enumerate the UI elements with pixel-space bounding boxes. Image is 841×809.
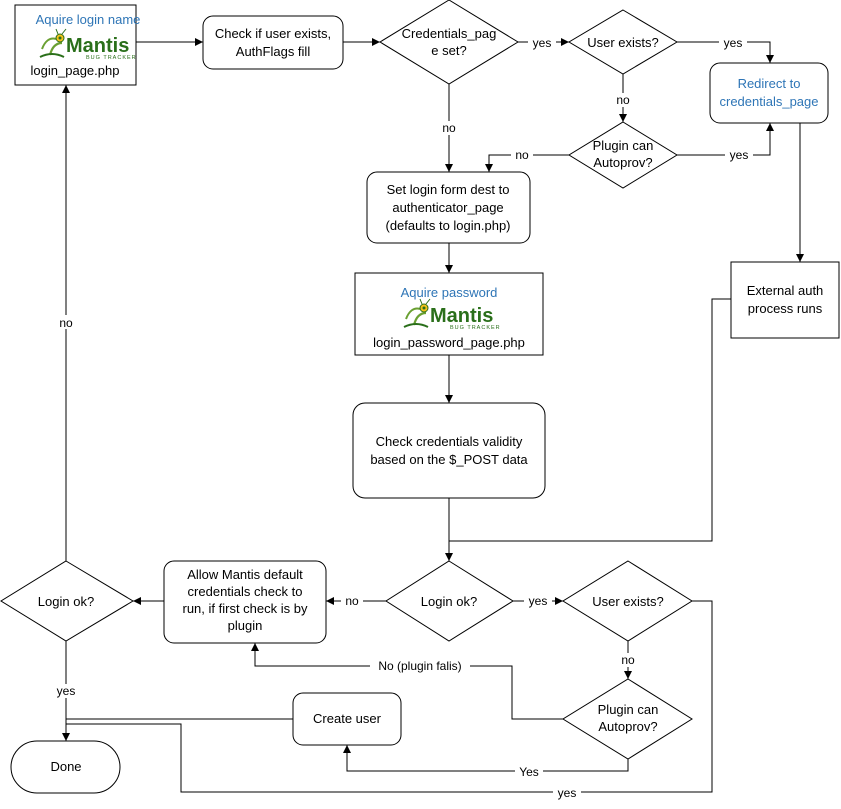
label-user-top-no: no [616, 93, 630, 107]
login-page-caption: login_page.php [31, 63, 120, 78]
user-exists-top-line1: User exists? [587, 35, 659, 50]
set-dest-line1: Set login form dest to [387, 182, 510, 197]
node-allow-default: Allow Mantis default credentials check t… [163, 560, 327, 644]
node-credentials-set: Credentials_pag e set? [379, 0, 519, 85]
check-user-line1: Check if user exists, [215, 26, 331, 41]
edge-plugin-top-no [485, 154, 569, 172]
plugin-bottom-line1: Plugin can [598, 702, 659, 717]
done-line1: Done [50, 759, 81, 774]
label-credentials-no: no [442, 121, 456, 135]
node-login-ok-left: Login ok? [0, 560, 134, 642]
edge-labels: yes yes no no no yes no no yes no No (pl… [52, 35, 753, 800]
node-check-credentials: Check credentials validity based on the … [352, 402, 546, 499]
set-dest-line2: authenticator_page [392, 200, 503, 215]
allow-default-line2: credentials check to [188, 584, 303, 599]
create-user-line1: Create user [313, 711, 382, 726]
label-plugin-bottom-yes: Yes [519, 765, 539, 779]
label-credentials-yes: yes [533, 36, 552, 50]
login-ok-mid-line1: Login ok? [421, 594, 477, 609]
edge-plugin-bottom-yes [343, 745, 629, 772]
external-auth-line1: External auth [747, 283, 824, 298]
allow-default-line1: Allow Mantis default [187, 567, 303, 582]
node-password-page: Aquire password Mantis BUG TRACKER login… [354, 272, 544, 356]
password-page-caption: login_password_page.php [373, 335, 525, 350]
node-plugin-bottom: Plugin can Autoprov? [562, 678, 693, 760]
node-login-ok-mid: Login ok? [385, 560, 514, 642]
plugin-bottom-line2: Autoprov? [598, 719, 657, 734]
plugin-top-line2: Autoprov? [593, 155, 652, 170]
plugin-top-line1: Plugin can [593, 138, 654, 153]
set-dest-line3: (defaults to login.php) [385, 218, 510, 233]
node-plugin-top: Plugin can Autoprov? [568, 121, 678, 189]
edge-plugin-top-yes [677, 123, 774, 156]
login-page-title: Aquire login name [36, 12, 141, 27]
label-plugin-bottom-fail: No (plugin falis) [378, 659, 461, 673]
redirect-line2: credentials_page [719, 94, 818, 109]
node-done: Done [10, 740, 121, 794]
edge-plugin-bottom-fail [251, 643, 563, 720]
label-plugin-top-yes: yes [730, 148, 749, 162]
user-exists-bottom-line1: User exists? [592, 594, 664, 609]
login-ok-left-line1: Login ok? [38, 594, 94, 609]
check-credentials-line1: Check credentials validity [376, 434, 523, 449]
label-user-top-yes: yes [724, 36, 743, 50]
node-create-user: Create user [292, 692, 402, 746]
label-plugin-top-no: no [515, 148, 529, 162]
node-user-exists-bottom: User exists? [562, 560, 693, 642]
check-user-line2: AuthFlags fill [236, 44, 311, 59]
node-login-page: Aquire login name Mantis BUG TRACKER log… [14, 4, 141, 86]
label-loginok-yes: yes [529, 594, 548, 608]
label-user-bottom-no: no [621, 653, 635, 667]
allow-default-line4: plugin [228, 618, 263, 633]
logo-word: Mantis [66, 35, 129, 57]
external-auth-line2: process runs [748, 301, 823, 316]
mantis-logo-icon: Mantis BUG TRACKER [38, 27, 137, 61]
edge-user-bottom-yes [66, 600, 713, 793]
logo-word: Mantis [430, 305, 493, 327]
edge-external-to-loginok [449, 298, 731, 542]
redirect-line1: Redirect to [738, 76, 801, 91]
logo-subtitle: BUG TRACKER [450, 325, 501, 331]
label-user-bottom-yes: yes [558, 786, 577, 800]
password-page-title: Aquire password [401, 285, 498, 300]
label-loginleft-yes: yes [57, 684, 76, 698]
node-set-dest: Set login form dest to authenticator_pag… [366, 171, 531, 244]
label-loginok-no: no [345, 594, 359, 608]
node-check-user: Check if user exists, AuthFlags fill [202, 15, 344, 70]
check-credentials-line2: based on the $_POST data [370, 452, 528, 467]
credentials-set-line1: Credentials_pag [402, 26, 497, 41]
label-loginleft-no: no [59, 316, 73, 330]
node-external-auth: External auth process runs [730, 261, 840, 339]
node-redirect: Redirect to credentials_page [709, 62, 829, 124]
mantis-logo-icon: Mantis BUG TRACKER [402, 297, 501, 331]
node-user-exists-top: User exists? [568, 9, 678, 75]
allow-default-line3: run, if first check is by [183, 601, 308, 616]
credentials-set-line2: e set? [431, 43, 466, 58]
edge-user-top-yes [677, 41, 774, 63]
logo-subtitle: BUG TRACKER [86, 55, 137, 61]
